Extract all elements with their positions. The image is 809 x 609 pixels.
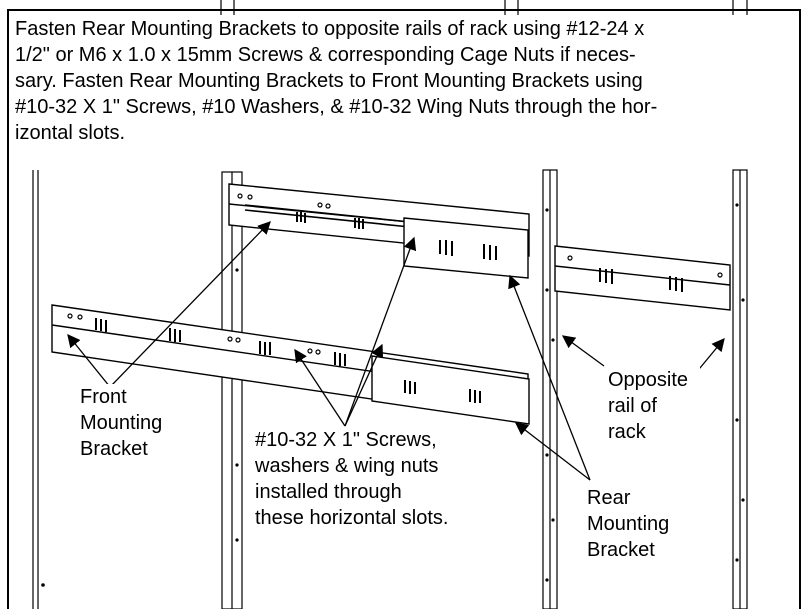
diagram-frame	[7, 9, 801, 609]
label-line: Rear	[587, 487, 631, 509]
leader-arrows	[67, 221, 725, 481]
front-mounting-bracket-label: Front Mounting Bracket	[78, 384, 182, 462]
instruction-line-1: Fasten Rear Mounting Brackets to opposit…	[15, 18, 645, 40]
label-line: Bracket	[587, 539, 655, 561]
upper-front-bracket-slots	[244, 204, 411, 228]
rear-mounting-bracket-label: Rear Mounting Bracket	[585, 485, 694, 563]
label-line: installed through	[255, 481, 402, 503]
label-line: Bracket	[80, 438, 148, 460]
label-line: Mounting	[587, 513, 670, 535]
bracket-slot-details	[95, 212, 683, 403]
label-line: Opposite	[608, 369, 689, 391]
instruction-line-3: sary. Fasten Rear Mounting Brackets to F…	[15, 70, 643, 92]
label-line: washers & wing nuts	[255, 455, 439, 477]
rack-rails	[32, 0, 748, 609]
label-line: Front	[80, 386, 127, 408]
bracket-holes	[67, 193, 723, 355]
label-line: #10-32 X 1" Screws,	[255, 429, 437, 451]
instruction-line-2: 1/2" or M6 x 1.0 x 15mm Screws & corresp…	[15, 44, 636, 66]
instruction-line-5: izontal slots.	[15, 122, 126, 144]
rail-holes	[41, 203, 745, 587]
label-line: rack	[608, 421, 646, 443]
label-line: Mounting	[80, 412, 163, 434]
opposite-rail-label: Opposite rail of rack	[606, 367, 700, 445]
label-line: these horizontal slots.	[255, 507, 449, 529]
screws-label: #10-32 X 1" Screws, washers & wing nuts …	[253, 427, 487, 531]
instruction-line-4: #10-32 X 1" Screws, #10 Washers, & #10-3…	[15, 96, 658, 118]
label-line: rail of	[608, 395, 657, 417]
instruction-text: Fasten Rear Mounting Brackets to opposit…	[15, 16, 785, 148]
upper-rear-bracket	[554, 245, 731, 311]
